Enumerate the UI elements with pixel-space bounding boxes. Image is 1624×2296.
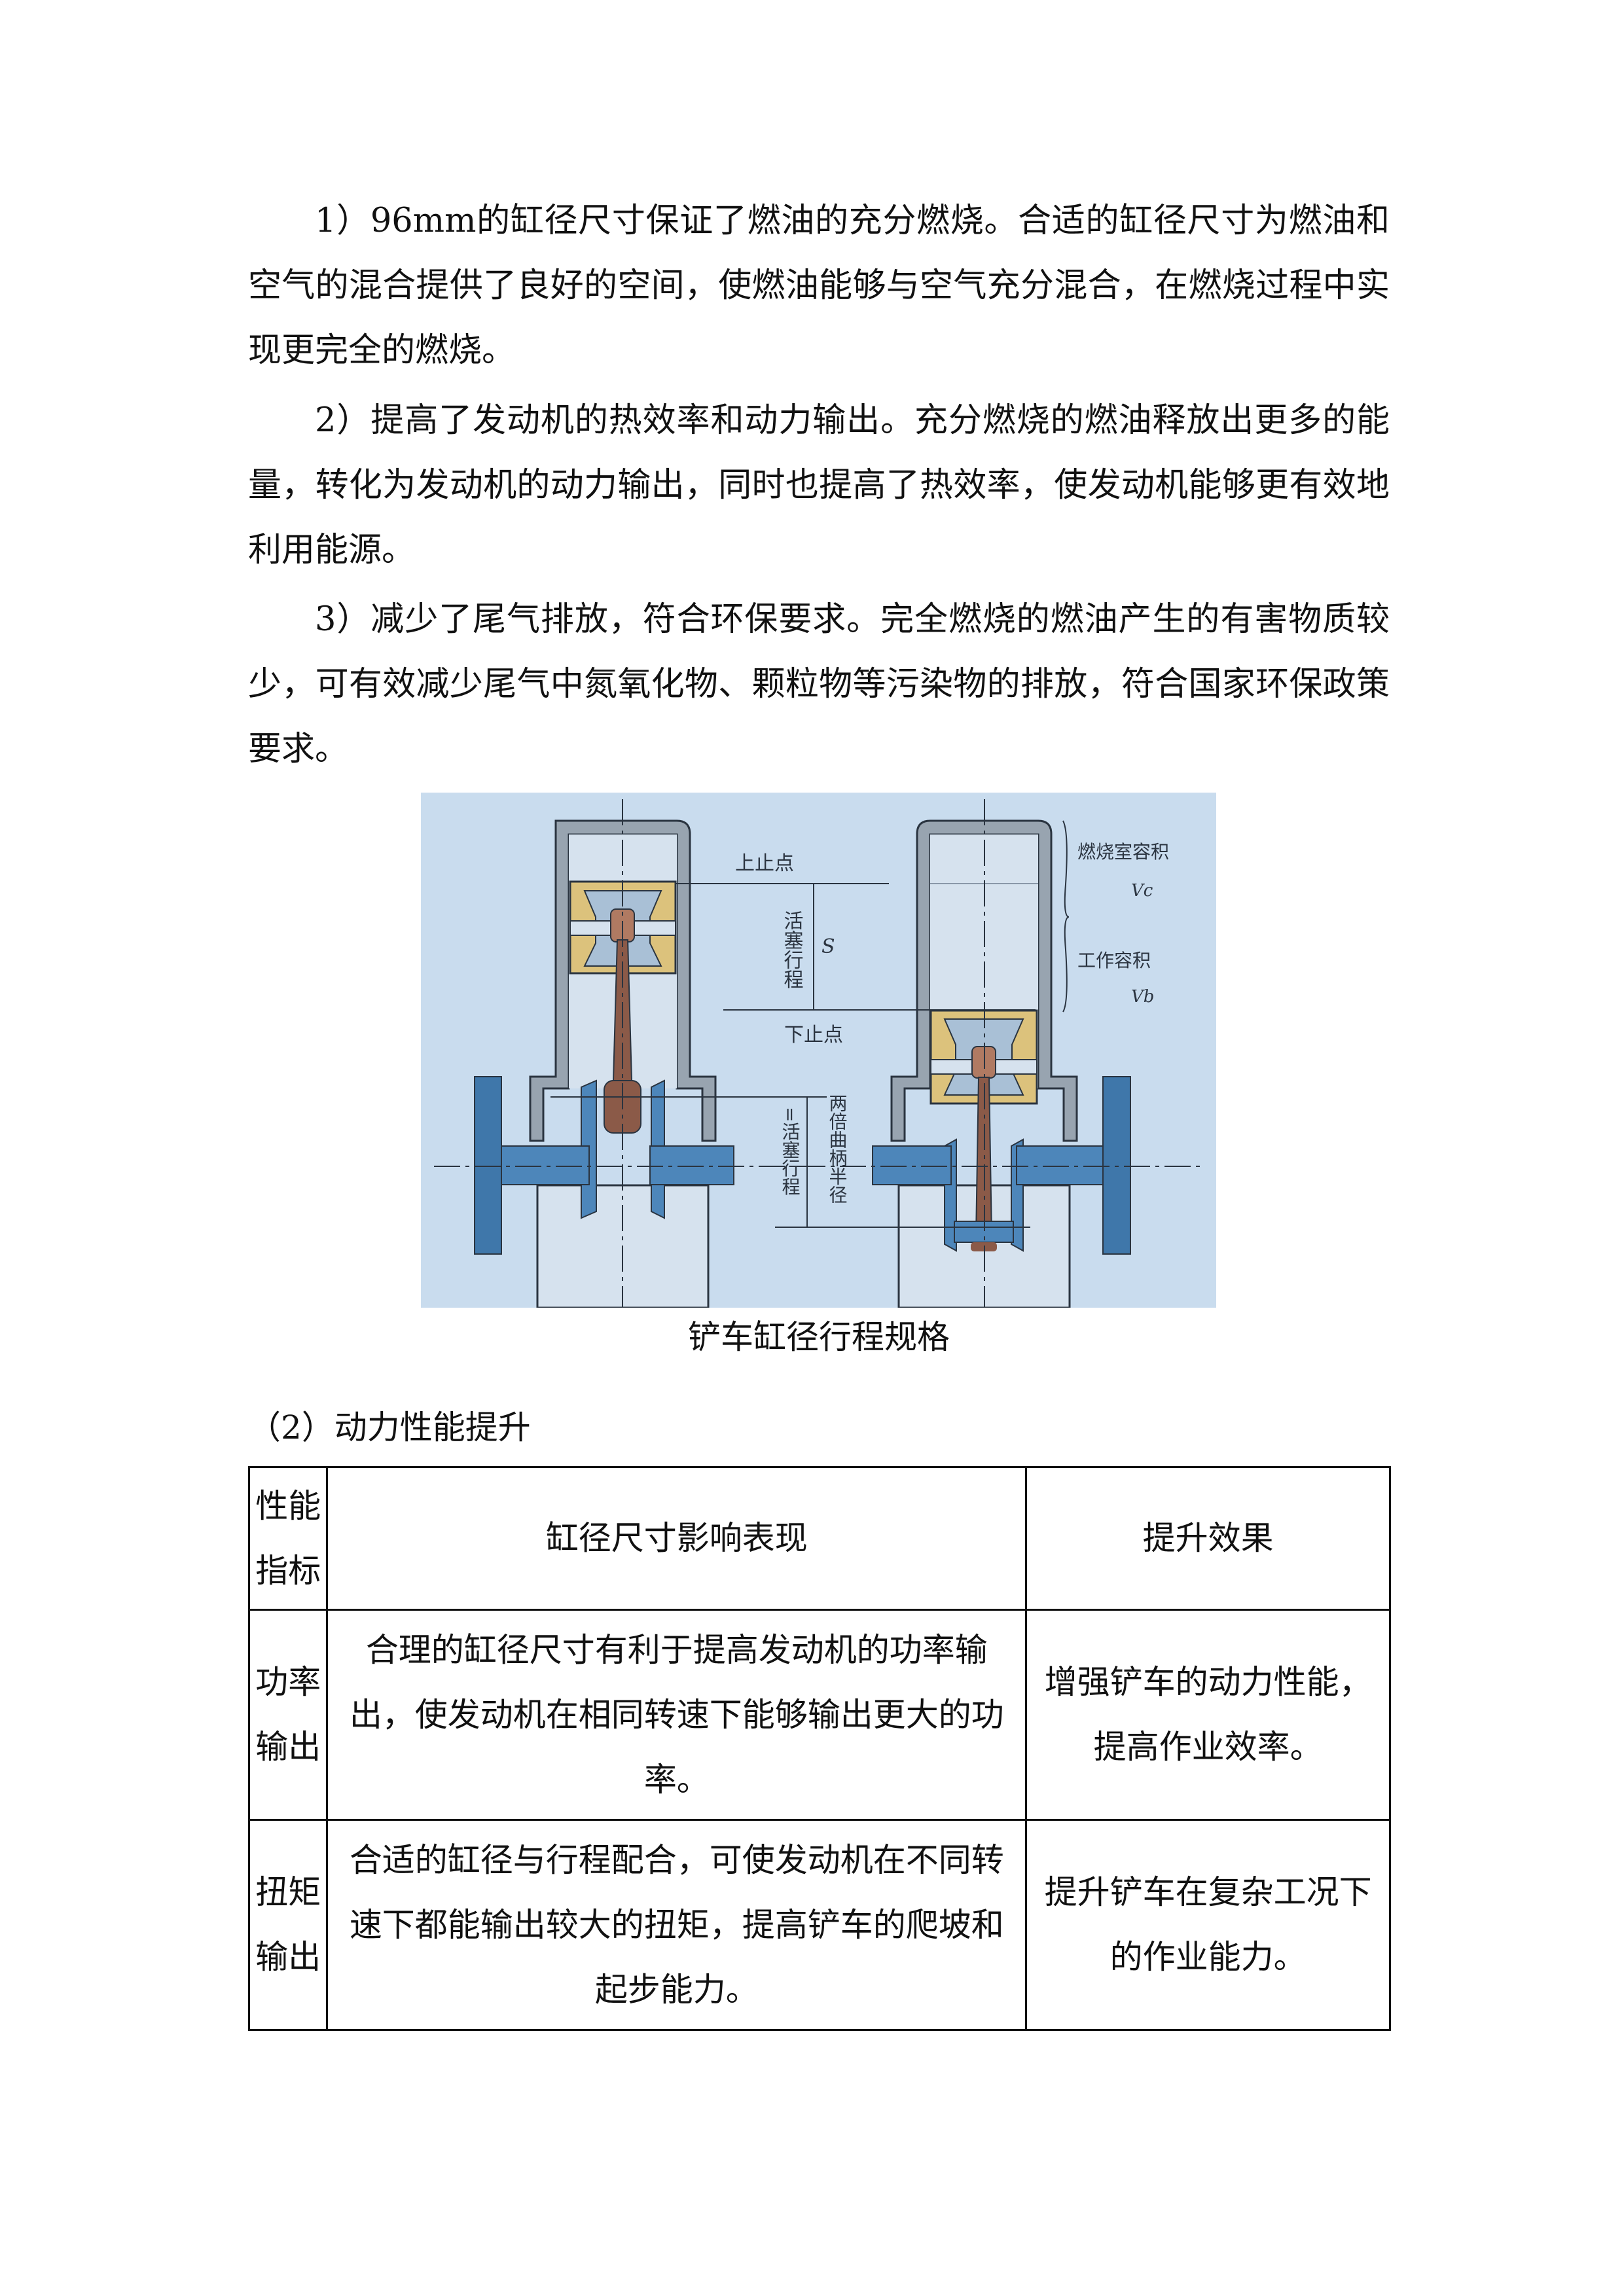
right-flywheel — [1102, 1076, 1131, 1255]
left-crankshaft — [501, 1145, 590, 1185]
left-engine — [474, 799, 734, 1308]
combustion-volume-label: 燃烧室容积 — [1077, 841, 1169, 863]
vb-label: Vb — [1131, 987, 1154, 1007]
s-label: S — [821, 935, 835, 958]
cell-effect: 提升铲车在复杂工况下的作业能力。 — [1025, 1819, 1391, 2031]
cell-impact: 合理的缸径尺寸有利于提高发动机的功率输出，使发动机在相同转速下能够输出更大的功率… — [326, 1609, 1028, 1821]
tdc-label: 上止点 — [735, 852, 794, 875]
bdc-label: 下止点 — [784, 1024, 843, 1047]
cell-impact: 合适的缸径与行程配合，可使发动机在不同转速下都能输出较大的扭矩，提高铲车的爬坡和… — [326, 1819, 1028, 2031]
engine-stroke-diagram: 上止点 下止点 活塞行程 S 燃烧室容积 Vc 工作容积 Vb 两倍曲柄半径 =… — [421, 793, 1216, 1308]
table-row: 扭矩输出 合适的缸径与行程配合，可使发动机在不同转速下都能输出较大的扭矩，提高铲… — [247, 1819, 1391, 2031]
right-crankshaft — [872, 1145, 952, 1185]
vc-label: Vc — [1131, 881, 1153, 901]
paragraph-2: 2）提高了发动机的热效率和动力输出。充分燃烧的燃油释放出更多的能量，转化为发动机… — [248, 401, 1390, 569]
left-flywheel — [474, 1076, 502, 1255]
paragraph-1: 1）96mm的缸径尺寸保证了燃油的充分燃烧。合适的缸径尺寸为燃油和空气的混合提供… — [248, 202, 1390, 370]
header-effect: 提升效果 — [1025, 1466, 1391, 1611]
performance-table: 性能指标 缸径尺寸影响表现 提升效果 功率输出 合理的缸径尺寸有利于提高发动机的… — [247, 1466, 1391, 2031]
cell-effect: 增强铲车的动力性能，提高作业效率。 — [1025, 1609, 1391, 1821]
section-title: （2）动力性能提升 — [248, 1408, 531, 1446]
equals-stroke-label: =活塞行程 — [780, 1107, 801, 1195]
table-row: 功率输出 合理的缸径尺寸有利于提高发动机的功率输出，使发动机在相同转速下能够输出… — [247, 1609, 1391, 1821]
header-metric: 性能指标 — [247, 1466, 329, 1611]
header-impact: 缸径尺寸影响表现 — [326, 1466, 1028, 1611]
cell-metric: 扭矩输出 — [247, 1819, 329, 2031]
cell-metric: 功率输出 — [247, 1609, 329, 1821]
volume-brace — [1062, 820, 1070, 1013]
stroke-label: 活塞行程 — [780, 910, 804, 989]
working-volume-label: 工作容积 — [1077, 950, 1151, 971]
figure-caption: 铲车缸径行程规格 — [688, 1318, 950, 1356]
paragraph-3: 3）减少了尾气排放，符合环保要求。完全燃烧的燃油产生的有害物质较少，可有效减少尾… — [248, 600, 1390, 768]
double-crank-label: 两倍曲柄半径 — [827, 1094, 848, 1204]
right-engine — [872, 799, 1131, 1308]
table-header-row: 性能指标 缸径尺寸影响表现 提升效果 — [247, 1466, 1391, 1611]
